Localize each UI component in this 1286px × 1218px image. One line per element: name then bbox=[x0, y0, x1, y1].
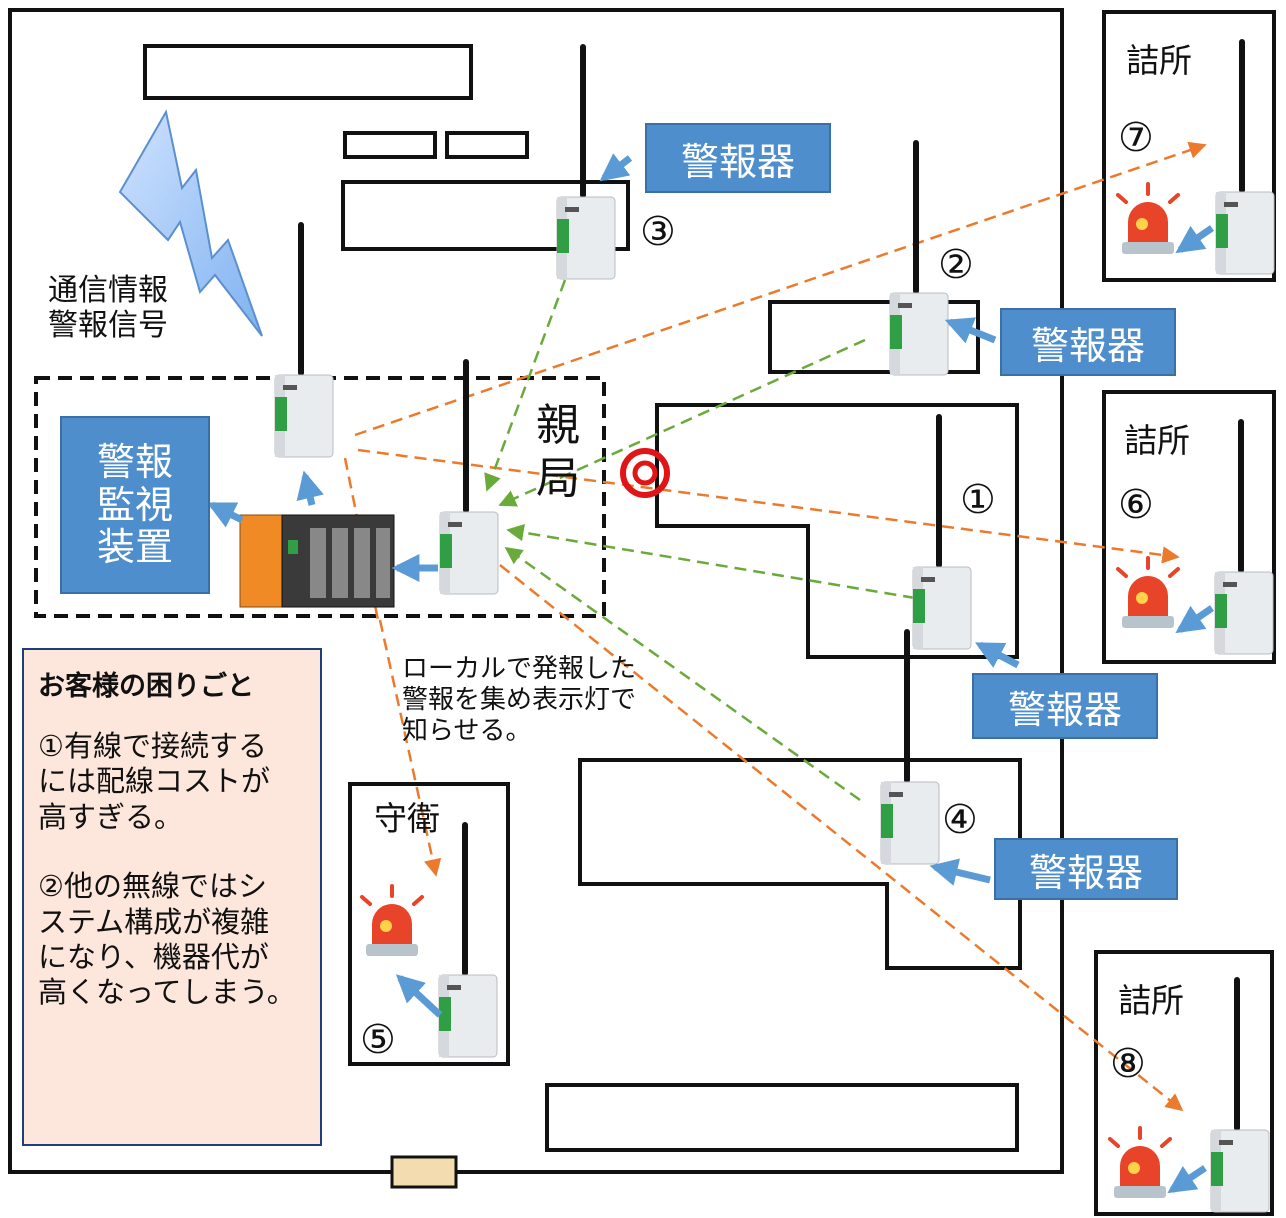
station-box-8 bbox=[1094, 950, 1274, 1216]
beacon-6-icon bbox=[1116, 556, 1180, 630]
number-5: ⑤ bbox=[360, 1017, 396, 1063]
guard-label: 守衛 bbox=[374, 799, 440, 838]
building bbox=[143, 44, 473, 100]
comm-info-label: 通信情報 警報信号 bbox=[48, 273, 168, 343]
station-label-7: 詰所 bbox=[1126, 41, 1192, 80]
guard-house bbox=[348, 782, 510, 1066]
beacon-8-icon bbox=[1108, 1126, 1172, 1200]
arrow-plc-to-antenna bbox=[296, 470, 324, 506]
number-2: ② bbox=[938, 242, 974, 288]
customer-issues-panel: お客様の困りごと ①有線で接続する には配線コストが 高すぎる。 ②他の無線では… bbox=[22, 648, 322, 1146]
number-6: ⑥ bbox=[1118, 482, 1154, 528]
site-boundary bbox=[8, 8, 1064, 1174]
building bbox=[655, 403, 1019, 659]
arrow-alarm-2 bbox=[944, 317, 997, 344]
arrow-alarm-3 bbox=[599, 153, 633, 182]
building bbox=[768, 300, 980, 374]
number-1: ① bbox=[960, 477, 996, 523]
device-4-icon bbox=[881, 632, 939, 864]
alarm-box-4: 警報器 bbox=[994, 838, 1178, 900]
parent-antenna-device-icon bbox=[275, 225, 333, 457]
issue-1: ①有線で接続する には配線コストが 高すぎる。 bbox=[38, 729, 271, 834]
arrow-device-6-beacon bbox=[1175, 605, 1214, 634]
station-box-6 bbox=[1102, 390, 1276, 664]
arrow-alarm-4 bbox=[929, 858, 991, 886]
station-label-6: 詰所 bbox=[1124, 421, 1190, 460]
building bbox=[578, 758, 1022, 970]
number-3: ③ bbox=[640, 209, 676, 255]
arrow-device-7-beacon bbox=[1175, 225, 1214, 254]
station-label-8: 詰所 bbox=[1118, 981, 1184, 1020]
parent-receiver-device-icon bbox=[440, 362, 498, 594]
alarm-box-2: 警報器 bbox=[1000, 308, 1176, 376]
link-to-station-7 bbox=[354, 141, 1207, 437]
local-alarm-note: ローカルで発報した 警報を集め表示灯で 知らせる。 bbox=[402, 654, 637, 747]
panel-title: お客様の困りごと bbox=[38, 671, 254, 702]
link-to-station-8 bbox=[499, 564, 1184, 1112]
alarm-box-1: 警報器 bbox=[972, 673, 1158, 739]
wireless-bolt-icon bbox=[118, 109, 263, 337]
building bbox=[343, 131, 437, 159]
arrow-to-monitor bbox=[206, 501, 244, 528]
number-8: ⑧ bbox=[1110, 1041, 1146, 1087]
beacon-5-icon bbox=[360, 884, 424, 958]
device-8-icon bbox=[1211, 980, 1269, 1212]
building bbox=[341, 180, 630, 251]
building bbox=[545, 1083, 1019, 1152]
link-from-2 bbox=[498, 338, 866, 507]
issue-2: ②他の無線ではシ ステム構成が複雑 になり、機器代が 高くなってしまう。 bbox=[38, 869, 296, 1010]
plc-unit-icon bbox=[239, 514, 395, 608]
target-mark-icon bbox=[620, 448, 670, 498]
device-5-icon bbox=[439, 825, 497, 1057]
link-to-guard bbox=[378, 619, 442, 877]
device-7-icon bbox=[1216, 42, 1274, 274]
alarm-box-3: 警報器 bbox=[645, 123, 831, 193]
link-from-1 bbox=[506, 523, 916, 600]
device-3-icon bbox=[557, 47, 615, 279]
device-1-icon bbox=[913, 417, 971, 649]
building bbox=[445, 131, 529, 159]
arrow-device-5-beacon bbox=[395, 974, 443, 1018]
device-6-icon bbox=[1215, 422, 1273, 654]
arrow-alarm-1 bbox=[975, 641, 1020, 669]
number-4: ④ bbox=[942, 797, 978, 843]
link-from-4 bbox=[504, 546, 861, 802]
arrow-device-8-beacon bbox=[1167, 1165, 1207, 1194]
station-box-7 bbox=[1102, 10, 1276, 282]
beacon-7-icon bbox=[1116, 182, 1180, 256]
number-7: ⑦ bbox=[1118, 115, 1154, 161]
parent-station-frame bbox=[34, 376, 606, 618]
alarm-monitor-device: 警報 監視 装置 bbox=[60, 416, 210, 594]
parent-station-label: 親 局 bbox=[536, 400, 580, 504]
gate bbox=[390, 1155, 458, 1189]
